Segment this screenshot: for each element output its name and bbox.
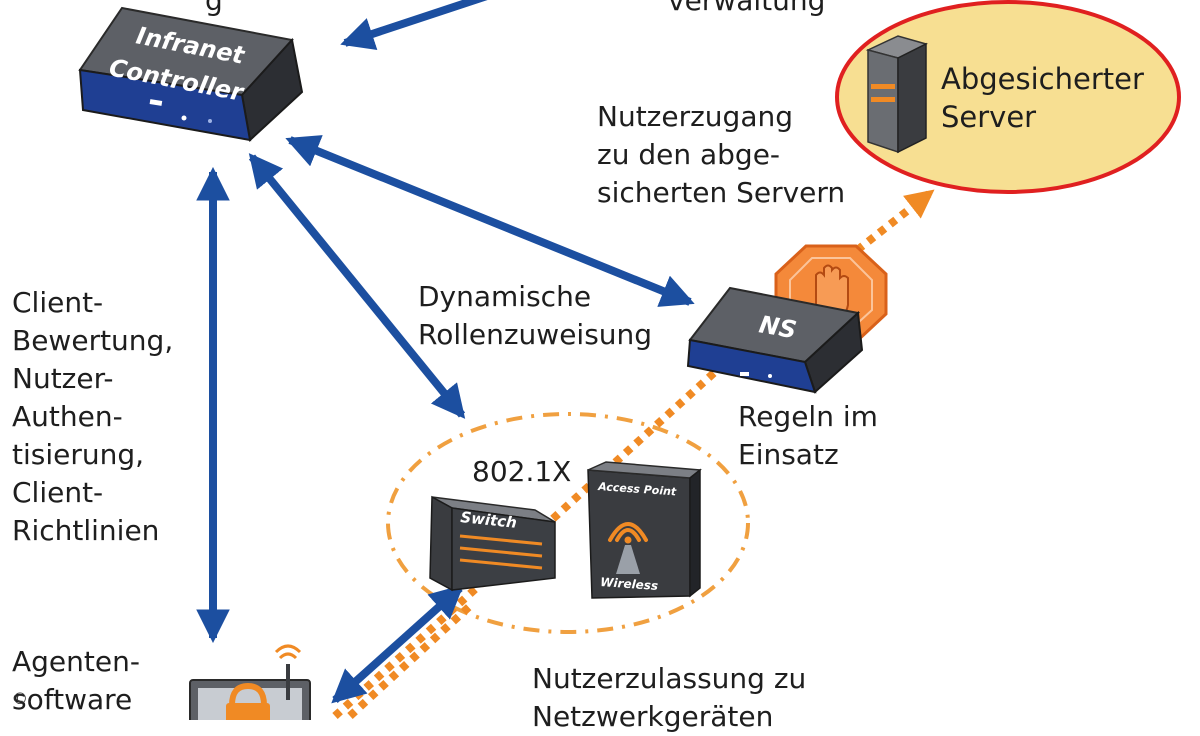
label-line: Client- [12, 476, 104, 509]
label-agent-software: Agenten- software [12, 643, 140, 719]
device-admission-path [347, 603, 473, 719]
label-line: Abgesicherter [941, 62, 1144, 96]
secured-server-node [835, 0, 1181, 194]
wifi-signal-icon [608, 522, 648, 544]
label-802-1x: 802.1X [472, 455, 572, 488]
label-line: Dynamische [418, 280, 592, 313]
label-line: Nutzerzulassung zu [532, 662, 807, 695]
label-rules-in-use: Regeln im Einsatz [738, 398, 878, 474]
access-point-device: Access Point Wireless [587, 461, 702, 599]
arrow-controller-switch [248, 153, 466, 419]
label-line: Nutzer- [12, 362, 114, 395]
network-diagram: Infranet Controller NS Switc [78, 0, 1181, 720]
cropped-label-verwaltung: verwaltung [668, 0, 826, 17]
label-line: Agenten- [12, 645, 140, 678]
label-client-assessment: Client- Bewertung, Nutzer- Authen- tisie… [12, 284, 173, 550]
label-device-admission: Nutzerzulassung zu Netzwerkgeräten [532, 660, 806, 736]
label-line: Server [941, 100, 1037, 134]
padlock-icon [226, 682, 270, 720]
ns-policy-device: NS [686, 286, 864, 394]
label-line: Richtlinien [12, 514, 160, 547]
label-line: software [12, 683, 133, 716]
client-computer-device [189, 644, 311, 720]
cropped-label-top-left: g [205, 0, 223, 17]
wireless-label: Wireless [600, 575, 659, 593]
arrow-to-controller-top [340, 0, 488, 50]
label-line: Regeln im [738, 400, 878, 433]
label-line: Authen- [12, 400, 123, 433]
label-line: Client- [12, 286, 104, 319]
network-access-ring [386, 412, 750, 634]
infranet-controller-device: Infranet Controller [78, 6, 304, 142]
label-line: Einsatz [738, 438, 839, 471]
ns-label: NS [757, 310, 799, 344]
label-line: Netzwerkgeräten [532, 700, 774, 733]
arrow-agent-switch [331, 584, 464, 704]
label-nutzerzugang: Nutzerzugang zu den abge- sicherten Serv… [597, 98, 845, 212]
label-line: Bewertung, [12, 324, 174, 357]
switch-device: Switch [429, 495, 556, 592]
label-line: sicherten Servern [597, 176, 846, 209]
label-line: tisierung, [12, 438, 145, 471]
label-secured-server: Abgesicherter Server [941, 60, 1144, 136]
label-line: zu den abge- [597, 138, 781, 171]
label-dynamic-role-assignment: Dynamische Rollenzuweisung [418, 278, 652, 354]
antenna-icon [274, 644, 302, 700]
switch-label: Switch [460, 508, 518, 532]
label-line: Nutzerzugang [597, 100, 793, 133]
label-line: Rollenzuweisung [418, 318, 653, 351]
copyright-mark: © [12, 689, 28, 708]
server-tower-icon [865, 35, 929, 154]
access-point-label: Access Point [597, 480, 678, 499]
